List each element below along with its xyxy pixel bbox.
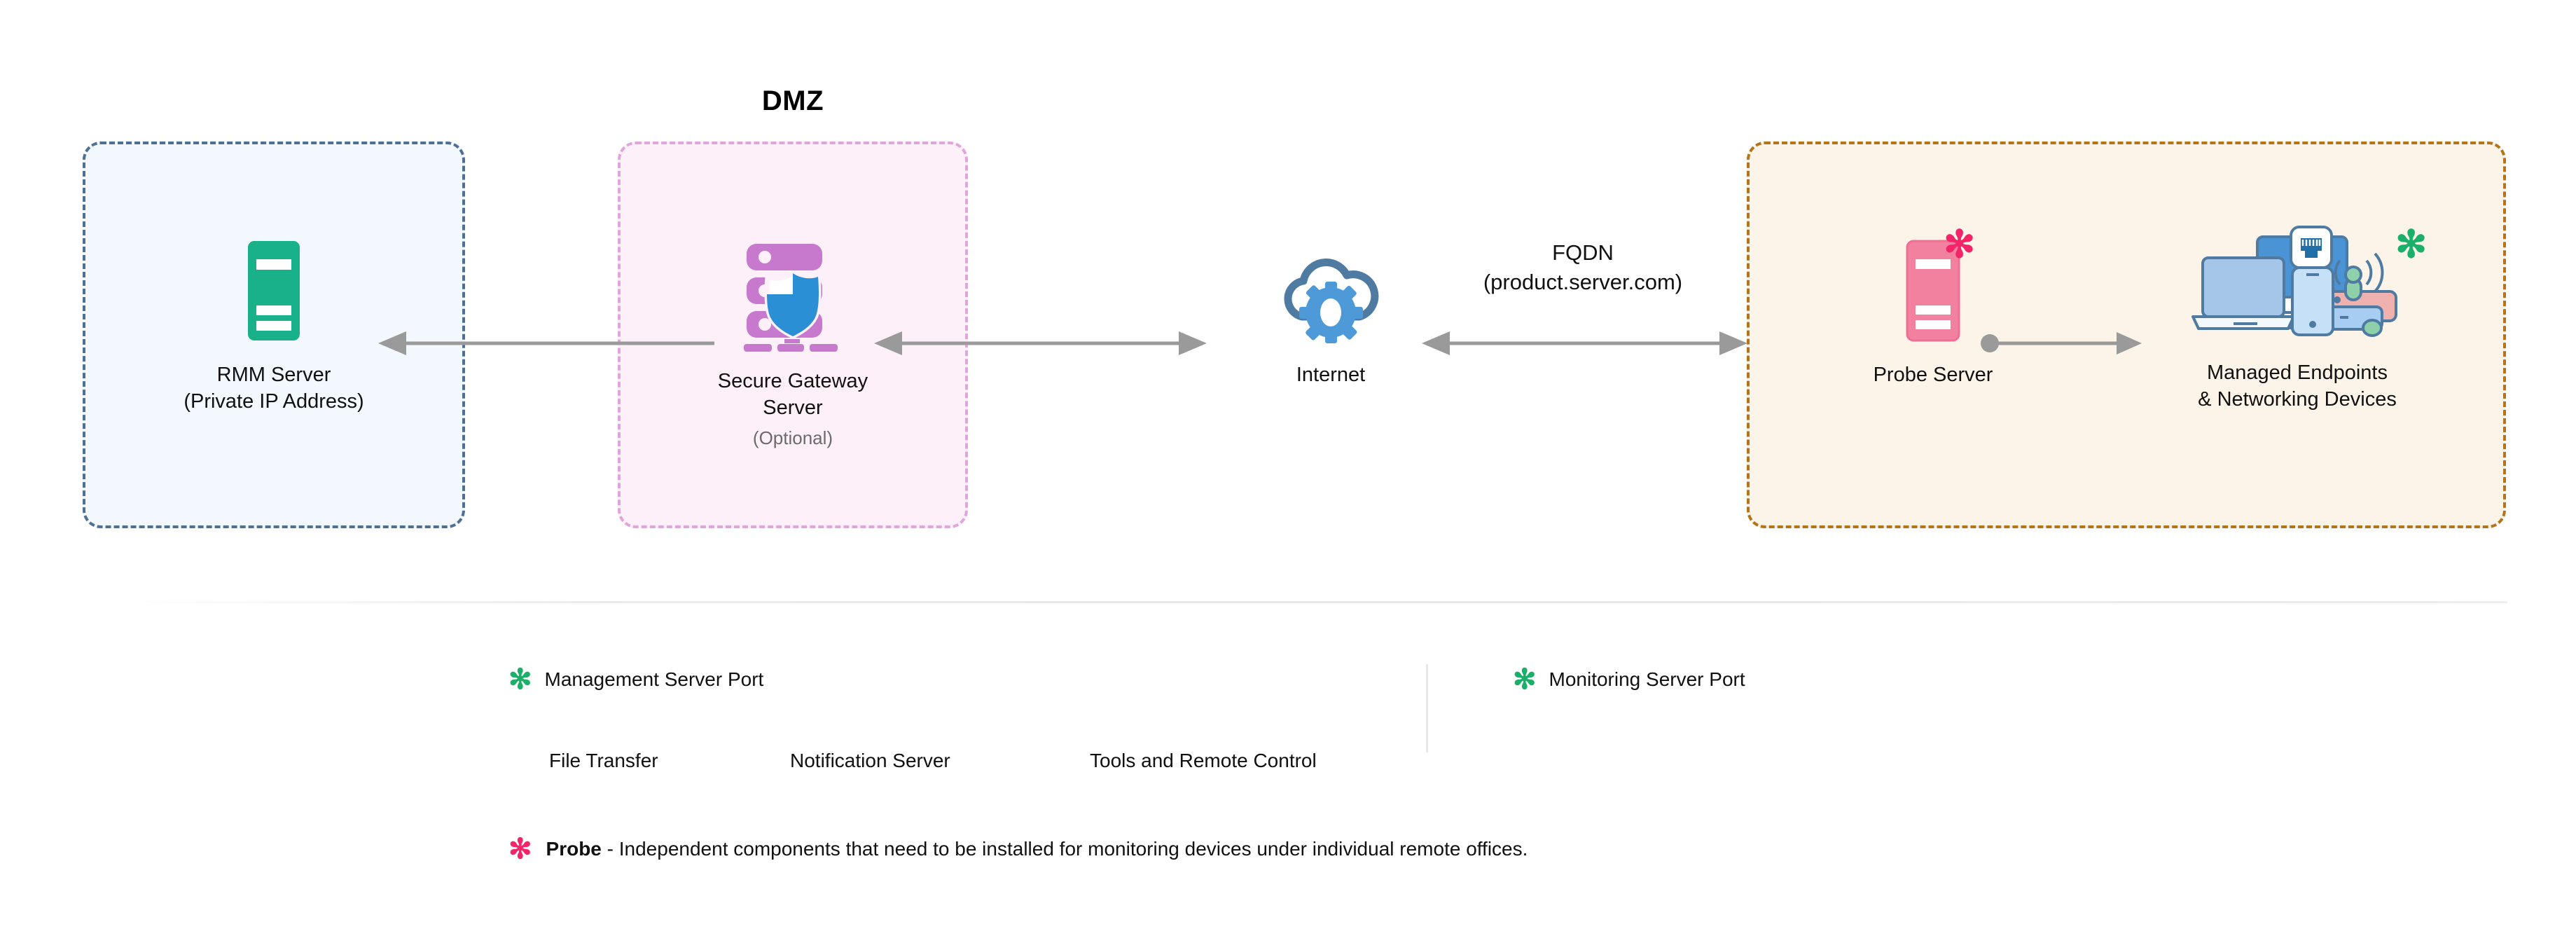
internet-label: Internet: [1296, 364, 1366, 386]
secure-server-shield-icon: [747, 244, 822, 343]
endpoints-icon-box: [2122, 224, 2472, 347]
probe-footnote-text: Probe - Independent components that need…: [546, 838, 1528, 860]
zone-remote-office: [1747, 142, 2506, 528]
probe-footnote-marker-icon: ✻: [508, 834, 532, 865]
legend-monitoring-server-port: ✻ Monitoring Server Port: [1513, 666, 1745, 694]
endpoints-label: Managed Endpoints & Networking Devices: [2198, 362, 2397, 411]
connector-internet-probe: [1422, 329, 1747, 357]
probe-server-icon-box: [1793, 231, 2073, 343]
rmm-server-icon-box: [83, 231, 465, 343]
fqdn-line-1: FQDN: [1552, 240, 1614, 265]
probe-asterisk-marker: ✻: [1944, 223, 1976, 266]
devices-cluster-icon: [2191, 226, 2397, 337]
gateway-label: Secure Gateway Server: [717, 370, 868, 420]
connector-gateway-internet: [874, 329, 1207, 357]
monitoring-port-marker-icon: ✻: [1513, 664, 1537, 695]
node-internet: Internet: [1191, 231, 1471, 388]
server-icon: [1906, 240, 1960, 342]
probe-footnote: ✻ Probe - Independent components that ne…: [508, 835, 1528, 863]
legend-management-server-port: ✻ Management Server Port: [508, 666, 763, 694]
node-probe-server: Probe Server: [1793, 231, 2073, 388]
dmz-zone-title: DMZ: [761, 85, 824, 116]
gateway-icon-box: [618, 231, 968, 343]
connector-rmm-gateway: [378, 329, 714, 357]
cloud-gear-icon: [1284, 259, 1379, 343]
legend-item-notification-server: Notification Server: [790, 750, 950, 771]
internet-icon-box: [1191, 231, 1471, 343]
legend-item-tools-remote-control: Tools and Remote Control: [1090, 750, 1317, 771]
probe-server-label: Probe Server: [1873, 364, 1993, 386]
fqdn-line-2: (product.server.com): [1483, 269, 1683, 294]
server-icon: [248, 241, 300, 340]
legend-separator: [1426, 664, 1428, 752]
legend-item-file-transfer: File Transfer: [549, 750, 658, 771]
connector-probe-endpoints: [1981, 329, 2142, 357]
monitoring-port-label: Monitoring Server Port: [1549, 668, 1745, 690]
management-port-marker-icon: ✻: [508, 664, 532, 695]
section-divider: [105, 601, 2507, 603]
node-rmm-server: RMM Server (Private IP Address): [83, 231, 465, 415]
endpoints-asterisk-marker: ✻: [2395, 223, 2428, 266]
fqdn-annotation: FQDN (product.server.com): [1443, 238, 1723, 297]
node-managed-endpoints: Managed Endpoints & Networking Devices: [2122, 224, 2472, 413]
rmm-server-label: RMM Server (Private IP Address): [183, 364, 364, 413]
probe-footnote-term: Probe: [546, 838, 602, 860]
probe-footnote-description: - Independent components that need to be…: [601, 838, 1528, 860]
management-port-label: Management Server Port: [544, 668, 764, 690]
gateway-sublabel: (Optional): [752, 427, 833, 448]
network-tree-icon: [744, 344, 838, 352]
node-secure-gateway-server: Secure Gateway Server (Optional): [618, 231, 968, 450]
